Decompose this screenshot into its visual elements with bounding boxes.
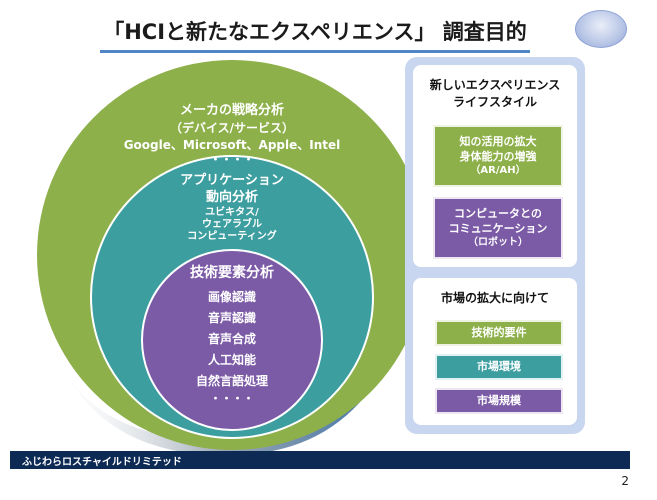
outer-circle-sub: （デバイス/サービス） [169, 121, 295, 135]
footer-bar: ふじわらロスチャイルドリミテッド [10, 451, 630, 469]
tag-line: （ロボット） [468, 236, 528, 248]
market-environment-tag: 市場環境 [435, 354, 563, 380]
technical-requirements-tag: 技術的要件 [435, 320, 563, 346]
page-number: 2 [621, 474, 629, 488]
tag-line: （AR/AH） [470, 164, 526, 176]
market-expansion-box: 市場の拡大に向けて 技術的要件 市場環境 市場規模 [413, 278, 577, 425]
middle-circle-item: コンピューティング [187, 231, 277, 242]
middle-circle-heading-1: アプリケーション [180, 173, 284, 188]
company-logo [575, 10, 627, 48]
inner-circle-item: 画像認識 [207, 290, 256, 304]
market-expansion-title: 市場の拡大に向けて [440, 291, 549, 305]
middle-circle-heading-2: 動向分析 [205, 190, 258, 205]
inner-circle-heading: 技術要素分析 [190, 265, 274, 281]
right-panel: 新しいエクスペリエンス ライフスタイル 知の活用の拡大 身体能力の増強 （AR/… [405, 57, 585, 434]
knowledge-expansion-tag: 知の活用の拡大 身体能力の増強 （AR/AH） [433, 125, 563, 187]
inner-circle-item: 音声合成 [207, 332, 256, 346]
new-experience-title-2: ライフスタイル [452, 95, 537, 109]
tag-line: コミュニケーション [448, 221, 548, 235]
middle-circle-item: ウェアラブル [202, 219, 262, 230]
inner-circle-item: 人工知能 [207, 353, 256, 367]
tag-line: 知の活用の拡大 [459, 135, 537, 149]
new-experience-box: 新しいエクスペリエンス ライフスタイル 知の活用の拡大 身体能力の増強 （AR/… [413, 65, 577, 267]
outer-circle-ellipsis: ・・・・ [210, 153, 254, 166]
middle-circle-item: ユビキタス/ [205, 207, 259, 218]
footer-company-name: ふじわらロスチャイルドリミテッド [22, 457, 182, 468]
inner-circle-item: 自然言語処理 [195, 374, 268, 388]
new-experience-title-1: 新しいエクスペリエンス [429, 78, 561, 92]
page-title: 「HCIと新たなエクスペリエンス」 調査目的 [103, 20, 527, 44]
inner-circle-item: 音声認識 [207, 311, 256, 325]
inner-circle-ellipsis: ・・・・ [210, 392, 254, 405]
tag-line: コンピュータとの [454, 207, 542, 221]
tag-line: 身体能力の増強 [459, 149, 537, 163]
outer-circle-heading: メーカの戦略分析 [179, 103, 284, 118]
computer-communication-tag: コンピュータとの コミュニケーション （ロボット） [433, 197, 563, 259]
market-size-tag: 市場規模 [435, 388, 563, 414]
title-underline [100, 50, 530, 53]
outer-circle-companies: Google、Microsoft、Apple、Intel [123, 138, 341, 152]
inner-circle-technology [141, 249, 323, 431]
